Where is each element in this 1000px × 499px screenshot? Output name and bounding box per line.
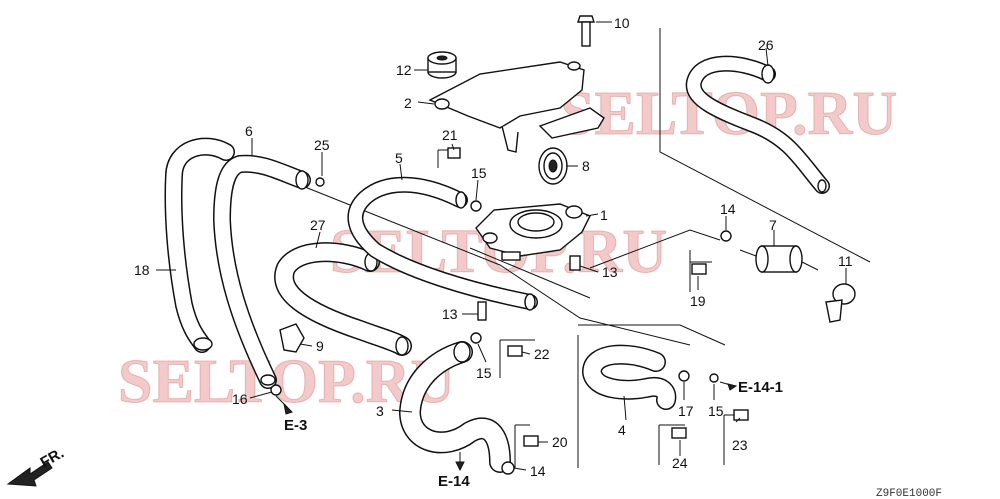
- reference-e14: E-14: [438, 473, 470, 490]
- leader-lines: [156, 21, 847, 471]
- reference-arrows: [283, 383, 738, 472]
- callout-20: 20: [552, 434, 568, 450]
- callout-7: 7: [769, 217, 777, 233]
- bracket-2: [428, 61, 605, 153]
- callout-5: 5: [395, 150, 403, 166]
- callout-13a: 13: [602, 264, 618, 280]
- callout-21: 21: [442, 127, 458, 143]
- callout-18: 18: [134, 262, 150, 278]
- callout-15a: 15: [471, 165, 487, 181]
- valve-1: [475, 203, 591, 261]
- hose-27: [274, 242, 412, 356]
- clip-9: [279, 323, 305, 353]
- grommet-12: [427, 51, 457, 79]
- callout-23: 23: [732, 437, 748, 453]
- callout-11: 11: [838, 253, 853, 269]
- callout-19: 19: [690, 293, 706, 309]
- callout-14b: 14: [530, 463, 546, 479]
- callout-22: 22: [534, 346, 550, 362]
- callout-12: 12: [396, 62, 412, 78]
- diagram-code: Z9F0E1000F: [876, 488, 942, 499]
- callout-1: 1: [600, 207, 608, 223]
- callout-3: 3: [376, 403, 384, 419]
- callout-2: 2: [404, 95, 412, 111]
- callout-13b: 13: [442, 306, 458, 322]
- hose-5: [347, 176, 538, 311]
- callout-4: 4: [618, 422, 626, 438]
- callout-17: 17: [678, 403, 694, 419]
- callout-15b: 15: [476, 365, 492, 381]
- reference-e3: E-3: [284, 417, 307, 434]
- callout-27: 27: [310, 217, 326, 233]
- hose-3: [399, 341, 511, 473]
- callout-24: 24: [672, 455, 688, 471]
- callout-25: 25: [314, 137, 330, 153]
- callout-16: 16: [232, 391, 248, 407]
- hose-18: [164, 137, 235, 353]
- callout-15c: 15: [708, 403, 724, 419]
- callout-10: 10: [614, 15, 630, 31]
- hose-4: [582, 344, 677, 410]
- cap-11: [825, 283, 856, 323]
- front-direction-arrow-icon: FR.: [6, 445, 67, 487]
- bolt-10: [577, 15, 595, 47]
- reference-e14-1: E-14-1: [738, 379, 783, 396]
- callout-8: 8: [582, 158, 590, 174]
- frame-lines: [299, 28, 871, 468]
- callout-26: 26: [758, 37, 774, 53]
- callout-14a: 14: [720, 201, 736, 217]
- watermark-bottom: SELTOP.RU: [118, 348, 455, 416]
- callout-9: 9: [316, 338, 324, 354]
- hose-6: [213, 154, 311, 389]
- fuel-filter-7: [739, 245, 819, 273]
- small-clips: [270, 147, 749, 475]
- grommet-8: [538, 147, 568, 185]
- callout-6: 6: [245, 123, 253, 139]
